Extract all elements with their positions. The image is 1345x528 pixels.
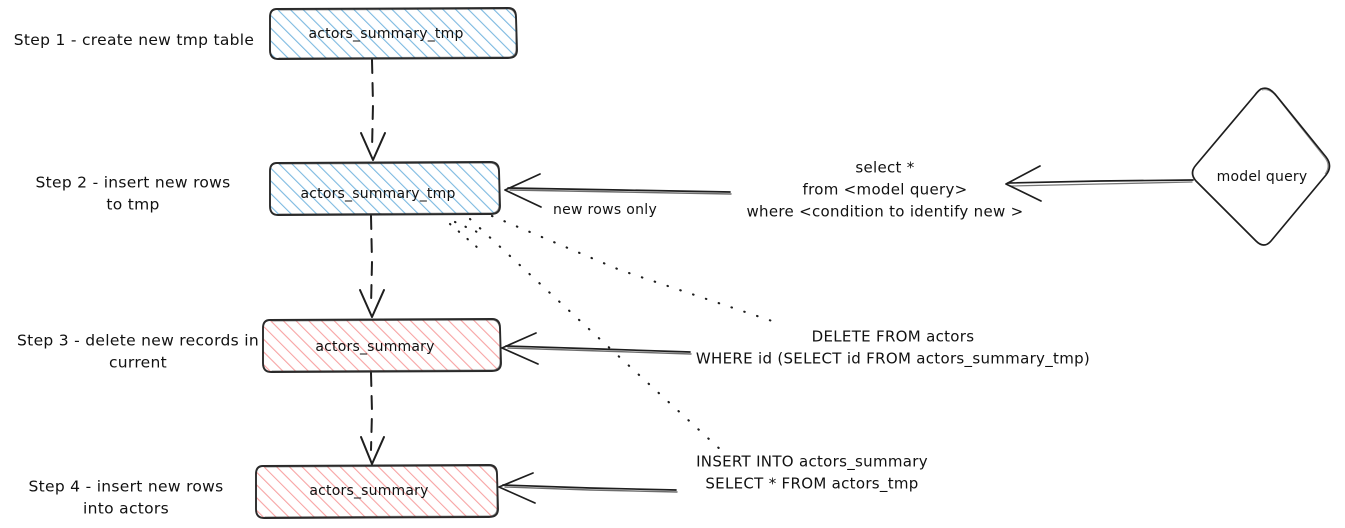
node-step-3-label: actors_summary: [315, 338, 435, 355]
arrow-insert-to-step4: [498, 472, 678, 504]
step-3-label: Step 3 - delete new records in current: [17, 331, 259, 372]
annotation-new-rows-only: new rows only: [552, 201, 658, 218]
node-step-3-box[interactable]: [262, 318, 502, 373]
node-model-query-label: model query: [1216, 168, 1308, 185]
dotted-fan-step2: [448, 220, 488, 250]
dotted-link-step2-to-delete: [490, 214, 777, 324]
node-model-query-diamond[interactable]: [1191, 87, 1331, 246]
node-step-2-label: actors_summary_tmp: [300, 185, 456, 202]
node-step-1-label: actors_summary_tmp: [308, 25, 464, 42]
step-2-label: Step 2 - insert new rows to tmp: [35, 173, 231, 214]
annotation-delete-query: DELETE FROM actors WHERE id (SELECT id F…: [695, 327, 1091, 367]
arrow-delete-to-step3: [501, 332, 692, 365]
arrow-model-query-to-select: [1005, 165, 1194, 202]
step-4-label: Step 4 - insert new rows into actors: [28, 477, 224, 518]
arrow-step2-to-step3: [359, 215, 385, 318]
dotted-link-step2-to-insert: [468, 217, 724, 453]
node-step-4-label: actors_summary: [309, 482, 429, 499]
node-step-4-box[interactable]: [255, 464, 499, 519]
arrow-select-to-step2: [504, 173, 732, 208]
step-1-label: Step 1 - create new tmp table: [13, 30, 255, 49]
annotation-select-query: select * from <model query> where <condi…: [746, 158, 1024, 220]
node-step-2-box[interactable]: [269, 161, 501, 216]
annotation-insert-query: INSERT INTO actors_summary SELECT * FROM…: [696, 452, 928, 492]
arrow-step1-to-step2: [360, 59, 386, 161]
node-step-1-box[interactable]: [269, 7, 518, 60]
arrow-step3-to-step4: [360, 372, 385, 465]
